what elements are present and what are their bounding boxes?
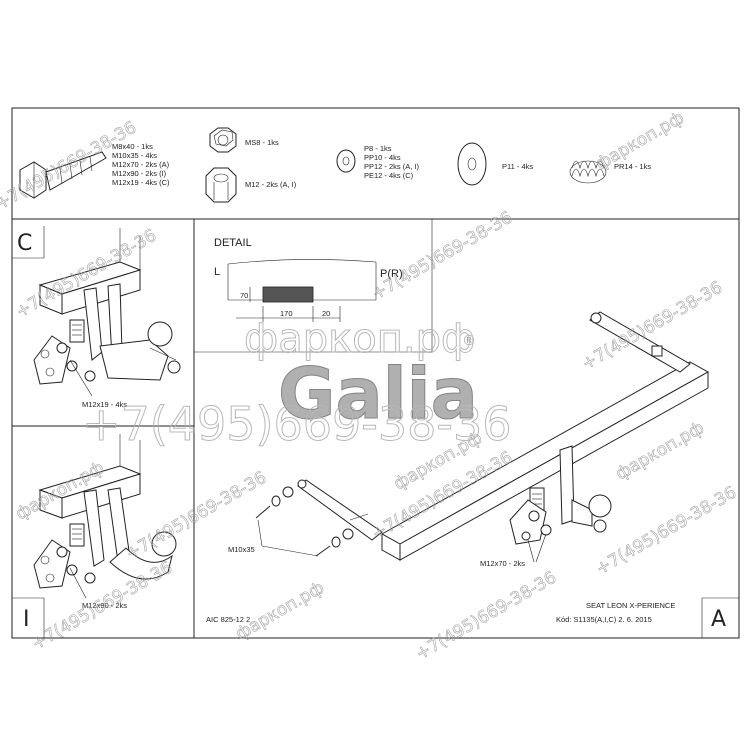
watermark-site-5: фаркоп.рф: [233, 578, 328, 644]
detail-left-label: L: [214, 266, 220, 278]
washer-label-1: P8 - 1ks: [364, 144, 392, 153]
watermark-phone-8: +7(495)669-38-36: [593, 483, 740, 580]
nut-m12-label: M12 - 2ks (A, I): [245, 180, 297, 189]
detail-title: DETAIL: [214, 237, 252, 249]
panel-a-m10-leader-1: [257, 519, 263, 547]
washer-p11-icon: [457, 142, 487, 186]
spring-washer-icon: [569, 160, 607, 184]
panel-i-bolt-label: M12x90 - 2ks: [82, 601, 127, 610]
watermark-layer: Galia ® фаркоп.рф +7(495)669-38-36 фарко…: [0, 108, 740, 665]
washer-p11-label: P11 - 4ks: [502, 162, 533, 171]
panel-c-tab: [12, 226, 45, 259]
panel-a-bolt-leader-2: [535, 533, 547, 563]
watermark-phone-2: +7(495)669-38-36: [369, 208, 516, 305]
panel-a-bolt-leader-1: [527, 539, 535, 563]
detail-dim-height: 70: [240, 291, 248, 300]
panel-a-m10-label: M10x35: [228, 545, 255, 554]
drawing-code: AIC 825-12 2: [206, 615, 250, 624]
panel-i-leader: [69, 567, 87, 599]
bolt-label-4: M12x90 - 2ks (I): [112, 169, 167, 178]
bolt-label-3: M12x70 - 2ks (A): [112, 160, 170, 169]
panel-c-bolt-label: M12x19 - 4ks: [82, 400, 127, 409]
detail-dim-right: 20: [322, 309, 330, 318]
panel-i-letter: I: [23, 607, 30, 632]
detail-bar-section: [262, 286, 314, 303]
bolt-icon: [19, 151, 107, 199]
panel-i-tab: [12, 597, 45, 638]
watermark-phone-7: +7(495)669-38-36: [413, 568, 560, 665]
sheet-frame: [11, 107, 740, 639]
washer-label-3: PP12 - 2ks (A, I): [364, 162, 420, 171]
washer-icon: [336, 149, 356, 173]
panel-a-bolt-label: M12x70 - 2ks: [480, 559, 525, 568]
product-code: Kód: S1135(A,I,C) 2. 6. 2015: [556, 615, 652, 624]
washer-label-4: PE12 - 4ks (C): [364, 171, 414, 180]
panel-i-hitch-drawing: [33, 434, 177, 589]
washer-label-2: PP10 - 4ks: [364, 153, 401, 162]
panel-a-m10-leader-2: [261, 545, 319, 557]
detail-dim-left: 170: [280, 309, 293, 318]
vehicle-model: SEAT LEON X-PERIENCE: [586, 601, 675, 610]
panel-a-letter: A: [711, 607, 726, 632]
panel-a-tab: [701, 597, 739, 638]
panel-a-towbar-drawing: [255, 311, 710, 561]
panel-c-letter: C: [17, 231, 32, 256]
watermark-site-large: фаркоп.рф: [244, 316, 475, 362]
detail-right-label: P(R): [380, 268, 403, 280]
panel-c-leader: [69, 359, 93, 397]
nut-ms8-label: MS8 - 1ks: [245, 138, 279, 147]
nut-m12-icon: [205, 167, 237, 203]
bolt-label-2: M10x35 - 4ks: [112, 151, 157, 160]
watermark-registered: ®: [462, 333, 476, 349]
bolt-label-1: M8x40 - 1ks: [112, 142, 153, 151]
bolt-label-5: M12x19 - 4ks (C): [112, 178, 170, 187]
spring-pr14-label: PR14 - 1ks: [614, 162, 651, 171]
watermark-brand: Galia: [278, 353, 478, 435]
watermark-phone-large: +7(495)669-38-36: [82, 397, 512, 451]
panel-c-hitch-drawing: [33, 228, 181, 385]
detail-bumper-profile: [227, 259, 377, 322]
nut-ms8-icon: [209, 127, 237, 153]
